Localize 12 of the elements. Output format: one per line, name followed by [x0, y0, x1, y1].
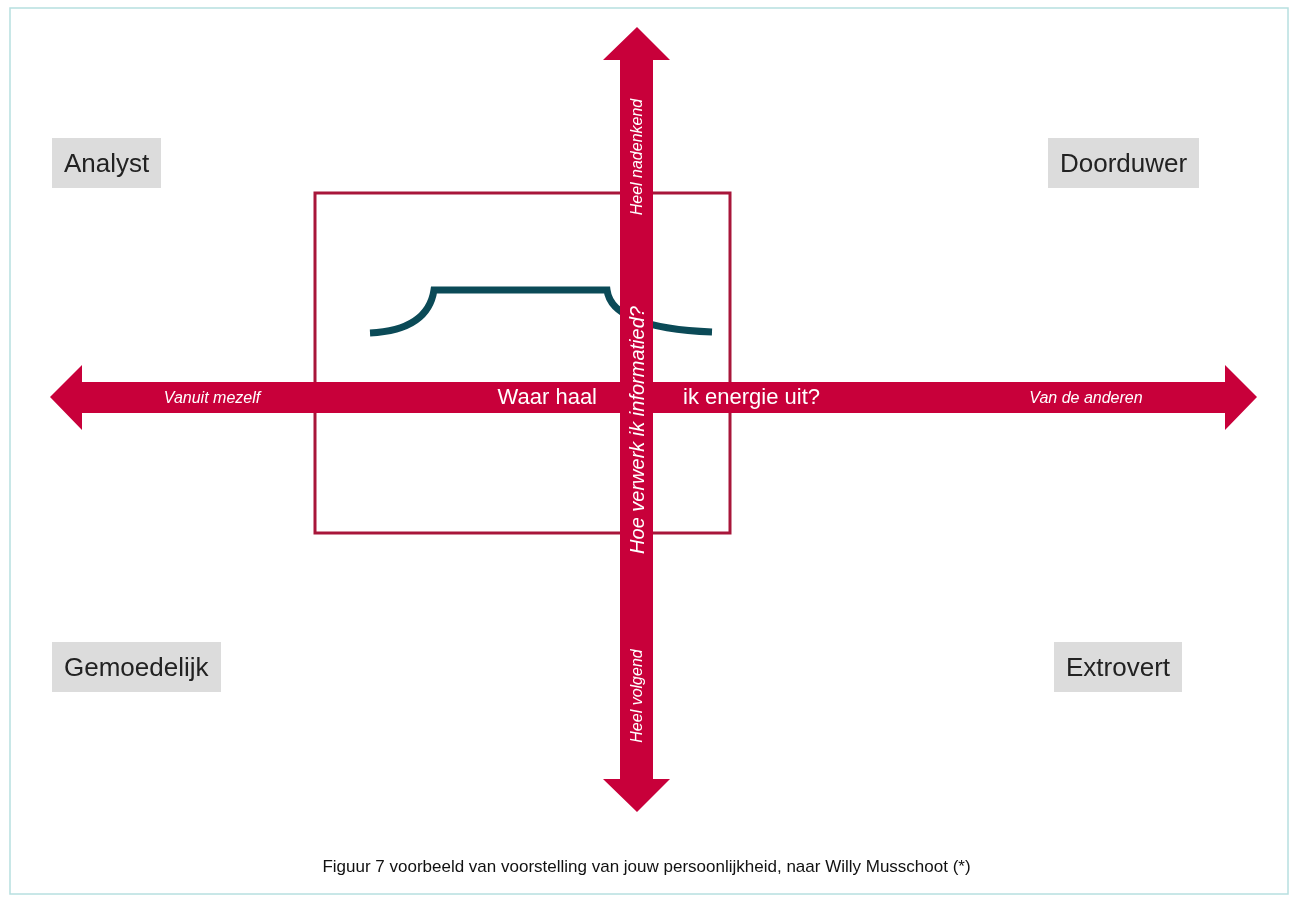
category-box: Gemoedelijk — [52, 642, 221, 692]
axis-label: Heel nadenkend — [629, 98, 645, 216]
axis-label: Hoe verwerk ik informatied? — [627, 306, 647, 554]
axis-label: Van de anderen — [1029, 390, 1143, 406]
category-box: Extrovert — [1054, 642, 1183, 692]
axis-label: Heel volgend — [629, 649, 645, 743]
category-box: Doorduwer — [1048, 138, 1200, 188]
axis-label: ik energie uit? — [683, 386, 820, 408]
axis-label: Waar haal — [497, 386, 597, 408]
figure-caption: Figuur 7 voorbeeld van voorstelling van jouw persoonlijkheid, naar Willy Musschoot (*) — [321, 856, 972, 878]
axis-label: Vanuit mezelf — [163, 390, 261, 406]
category-box: Analyst — [52, 138, 162, 188]
